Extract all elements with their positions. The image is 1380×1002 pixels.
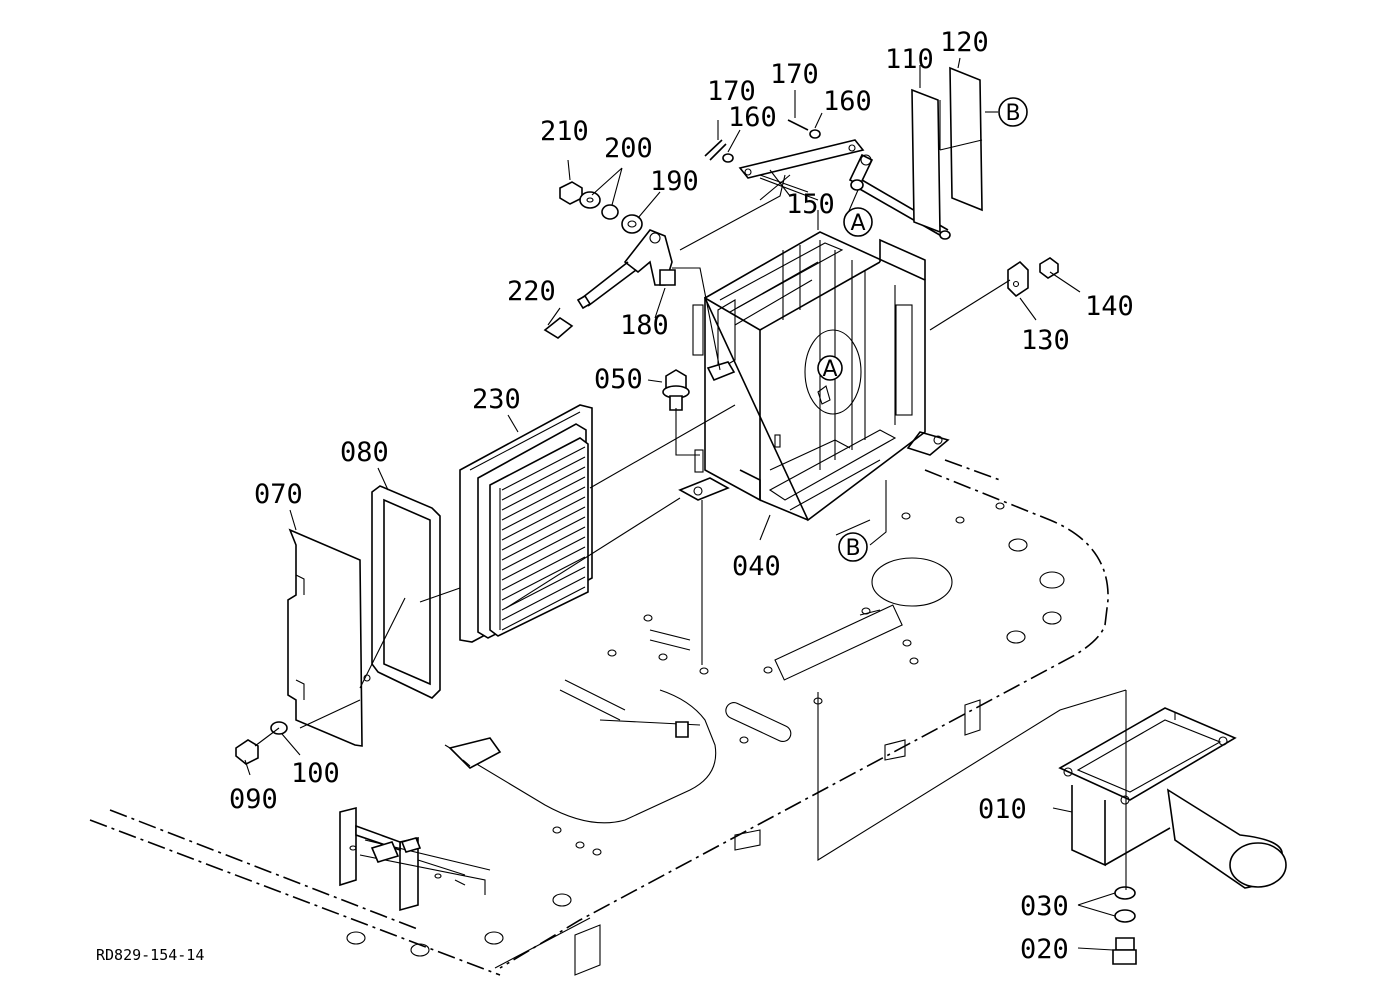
part-label-230: 230 bbox=[472, 384, 521, 415]
part-label-040: 040 bbox=[732, 551, 781, 582]
floor-plate bbox=[89, 459, 1109, 976]
ref-circle-b-bottom bbox=[838, 532, 868, 562]
part-labels: 170 160 170 160 110 120 210 200 190 150 … bbox=[229, 27, 1134, 965]
part-label-170-right: 170 bbox=[770, 59, 819, 90]
part-label-070: 070 bbox=[254, 479, 303, 510]
part-label-120: 120 bbox=[940, 27, 989, 58]
part-label-090: 090 bbox=[229, 784, 278, 815]
part-label-180: 180 bbox=[620, 310, 669, 341]
part-label-080: 080 bbox=[340, 437, 389, 468]
document-code: RD829-154-14 bbox=[96, 946, 204, 964]
leader-lines bbox=[244, 57, 1127, 951]
ref-circle-a bbox=[843, 207, 873, 237]
ref-mark-b-top: B bbox=[1005, 101, 1020, 126]
part-label-140: 140 bbox=[1085, 291, 1134, 322]
linkage-parts bbox=[543, 66, 1059, 411]
duct-and-hardware bbox=[1058, 707, 1287, 965]
part-label-170-left: 170 bbox=[707, 76, 756, 107]
ref-circle-b-top bbox=[998, 97, 1028, 127]
ref-mark-b-bottom: B bbox=[845, 536, 860, 561]
part-label-110: 110 bbox=[885, 44, 934, 75]
part-label-130: 130 bbox=[1021, 325, 1070, 356]
part-label-010: 010 bbox=[978, 794, 1027, 825]
part-label-160-left: 160 bbox=[728, 102, 777, 133]
part-label-050: 050 bbox=[594, 364, 643, 395]
part-label-030: 030 bbox=[1020, 891, 1069, 922]
part-label-190: 190 bbox=[650, 166, 699, 197]
part-label-220: 220 bbox=[507, 276, 556, 307]
part-label-200: 200 bbox=[604, 133, 653, 164]
part-label-210: 210 bbox=[540, 116, 589, 147]
ref-mark-a-box: A bbox=[822, 357, 837, 382]
part-label-150: 150 bbox=[786, 189, 835, 220]
ref-mark-a: A bbox=[850, 211, 865, 236]
part-label-100: 100 bbox=[291, 758, 340, 789]
reference-marks: A B B bbox=[838, 97, 1028, 562]
part-label-020: 020 bbox=[1020, 934, 1069, 965]
part-label-160-right: 160 bbox=[823, 86, 872, 117]
filter-stack bbox=[235, 404, 593, 765]
air-box: A bbox=[678, 231, 950, 522]
